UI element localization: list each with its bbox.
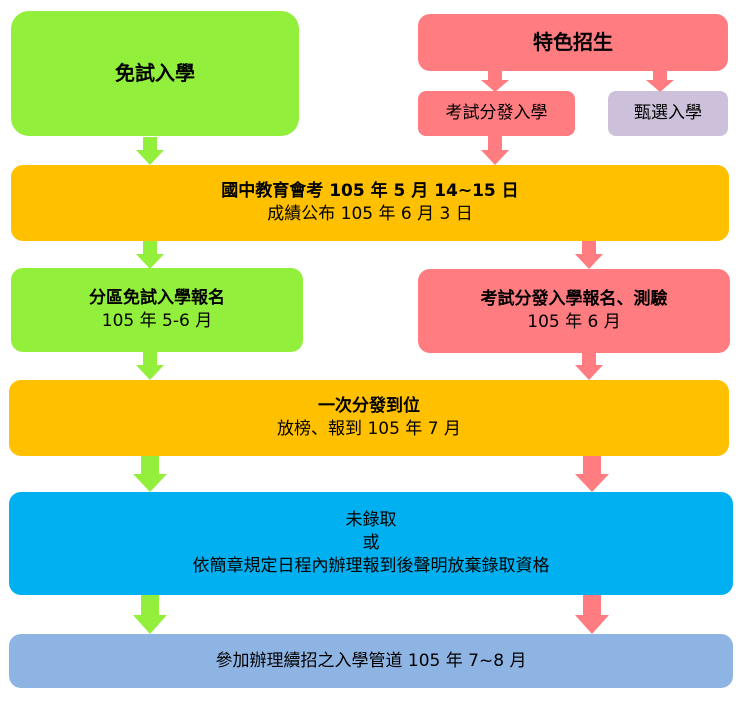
arrow-down-icon [133,595,167,634]
district-registration-date: 105 年 5-6 月 [101,311,213,331]
arrow-down-icon [133,456,167,492]
arrow-down-icon [481,136,509,165]
district-registration-title: 分區免試入學報名 [89,288,225,309]
national-exam-date: 國中教育會考 105 年 5 月 14~15 日 [221,181,519,202]
arrow-down-icon [136,352,164,380]
national-exam-box: 國中教育會考 105 年 5 月 14~15 日 成績公布 105 年 6 月 … [11,165,729,241]
national-exam-results: 成績公布 105 年 6 月 3 日 [267,204,473,224]
continue-channels-label: 參加辦理續招之入學管道 105 年 7~8 月 [215,650,527,671]
arrow-down-icon [575,456,609,492]
exam-entry-box: 考試分發入學 [418,91,575,136]
arrow-down-icon [481,71,509,92]
arrow-down-icon [646,71,674,92]
free-entry-label: 免試入學 [115,61,195,85]
one-time-placement-date: 放榜、報到 105 年 7 月 [277,419,461,439]
not-admitted-line3: 依簡章規定日程內辦理報到後聲明放棄錄取資格 [192,555,550,576]
not-admitted-box: 未錄取 或 依簡章規定日程內辦理報到後聲明放棄錄取資格 [9,492,733,595]
arrow-down-icon [136,137,164,165]
exam-registration-title: 考試分發入學報名、測驗 [480,289,668,310]
exam-registration-date: 105 年 6 月 [527,312,621,332]
one-time-placement-box: 一次分發到位 放榜、報到 105 年 7 月 [9,380,729,456]
arrow-down-icon [575,353,603,380]
exam-registration-box: 考試分發入學報名、測驗 105 年 6 月 [418,269,730,353]
exam-entry-label: 考試分發入學 [445,103,548,124]
special-admission-box: 特色招生 [418,14,728,71]
free-entry-box: 免試入學 [11,11,299,136]
district-registration-box: 分區免試入學報名 105 年 5-6 月 [11,268,303,352]
special-admission-label: 特色招生 [533,30,613,54]
one-time-placement-title: 一次分發到位 [318,396,420,417]
arrow-down-icon [575,595,609,634]
arrow-down-icon [136,241,164,269]
selection-entry-label: 甄選入學 [634,103,702,124]
not-admitted-line2: 或 [362,533,380,554]
not-admitted-line1: 未錄取 [345,510,397,531]
arrow-down-icon [575,241,603,269]
selection-entry-box: 甄選入學 [608,91,728,136]
continue-channels-box: 參加辦理續招之入學管道 105 年 7~8 月 [9,634,733,688]
